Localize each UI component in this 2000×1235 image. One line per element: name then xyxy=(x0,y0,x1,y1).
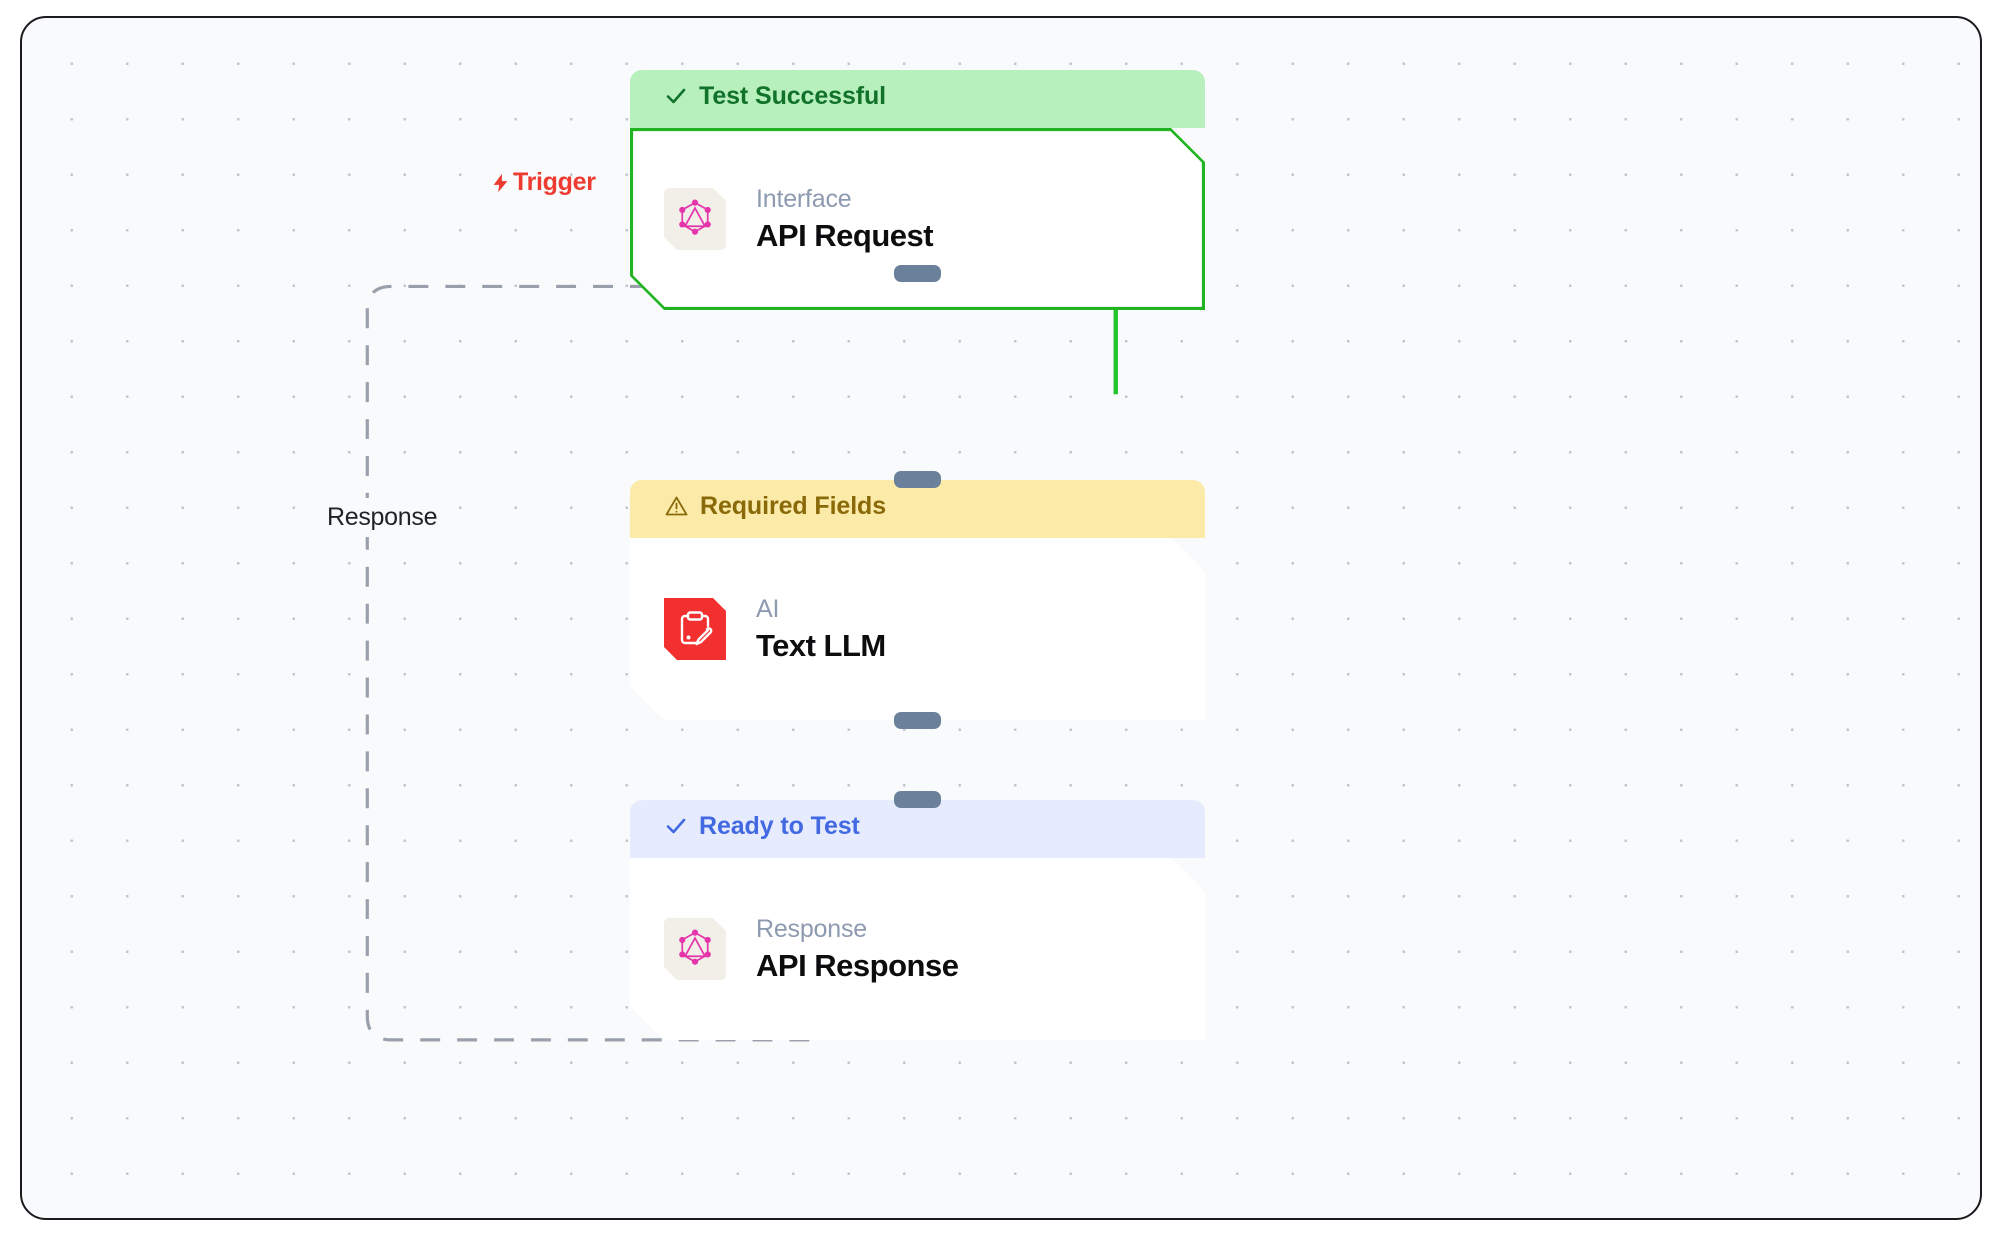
clipboard-pencil-icon xyxy=(677,610,713,648)
lightning-bolt-icon xyxy=(490,169,512,197)
check-icon xyxy=(664,814,688,838)
node-body-text-llm[interactable]: AI Text LLM xyxy=(630,538,1205,720)
node-text-block: Response API Response xyxy=(756,914,958,984)
edge-response-dashed xyxy=(365,284,810,1042)
icon-tile xyxy=(664,598,726,660)
node-handle-bottom[interactable] xyxy=(894,712,941,729)
node-category: Interface xyxy=(756,184,852,213)
node-icon-graphql xyxy=(664,918,726,980)
status-badge-label: Test Successful xyxy=(699,81,887,110)
node-category: AI xyxy=(756,594,780,623)
node-api-request[interactable]: Test Successful xyxy=(630,70,1205,310)
edge-label-trigger-text: Trigger xyxy=(513,168,596,196)
node-category: Response xyxy=(756,914,867,943)
status-badge-required-fields: Required Fields xyxy=(630,480,1205,538)
edge-label-response: Response xyxy=(318,498,447,537)
node-text-llm[interactable]: Required Fields AI Text LLM xyxy=(630,471,1205,729)
status-badge-label: Ready to Test xyxy=(699,811,860,840)
node-body-api-request[interactable]: Interface API Request xyxy=(630,128,1205,310)
warning-triangle-icon xyxy=(664,494,689,518)
edge-label-trigger: Trigger xyxy=(490,168,596,197)
graphql-icon xyxy=(676,929,714,969)
node-handle-bottom[interactable] xyxy=(894,265,941,282)
node-api-response[interactable]: Ready to Test Response xyxy=(630,791,1205,1040)
icon-tile xyxy=(664,188,726,250)
node-title: Text LLM xyxy=(756,627,886,663)
node-handle-top[interactable] xyxy=(894,791,941,808)
status-badge-test-successful: Test Successful xyxy=(630,70,1205,128)
node-text-block: Interface API Request xyxy=(756,184,933,254)
graphql-icon xyxy=(676,199,714,239)
status-badge-label: Required Fields xyxy=(700,491,887,520)
check-icon xyxy=(664,84,688,108)
node-icon-clipboard-pencil xyxy=(664,598,726,660)
node-text-block: AI Text LLM xyxy=(756,594,886,664)
node-handle-top[interactable] xyxy=(894,471,941,488)
node-icon-graphql xyxy=(664,188,726,250)
node-title: API Request xyxy=(756,217,934,253)
node-body-api-response[interactable]: Response API Response xyxy=(630,858,1205,1040)
icon-tile xyxy=(664,918,726,980)
workflow-canvas[interactable]: Trigger Response Test Successful xyxy=(20,16,1982,1220)
node-title: API Response xyxy=(756,947,959,983)
status-badge-ready-to-test: Ready to Test xyxy=(630,800,1205,858)
